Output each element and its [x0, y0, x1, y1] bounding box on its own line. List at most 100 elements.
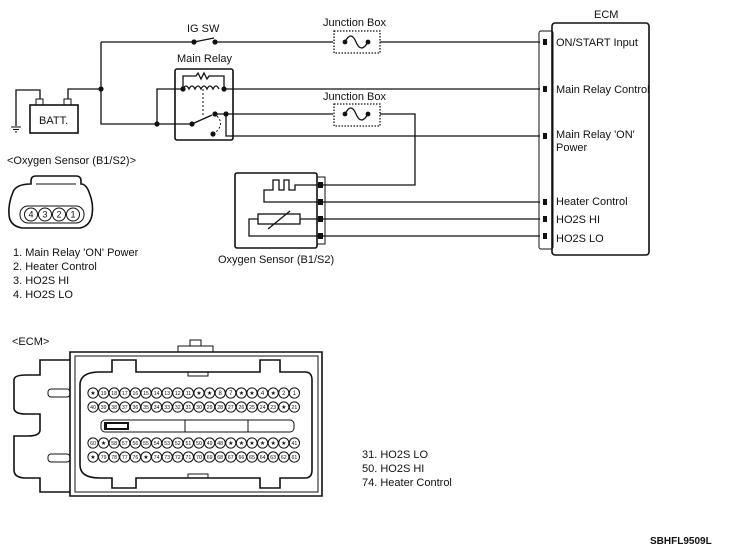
connector-pin-unused: ★	[87, 451, 99, 463]
connector-pin: 15	[140, 387, 152, 399]
connector-pin: 14	[151, 387, 163, 399]
pin-number: 48	[217, 441, 223, 447]
connector-pin: 11	[182, 387, 194, 399]
ecm-title: ECM	[594, 9, 618, 21]
pin-number: 58	[111, 441, 117, 447]
ecm-block	[538, 22, 650, 256]
connector-pin: 58	[108, 437, 120, 449]
ecm-pin-heater-control: Heater Control	[556, 196, 628, 208]
connector-pin: 67	[225, 451, 237, 463]
pin-number: ★	[260, 440, 265, 447]
connector-pin: 51	[182, 437, 194, 449]
connector-pin: 8	[214, 387, 226, 399]
pin-number: 1	[70, 210, 75, 220]
pin-number: ★	[228, 440, 233, 447]
pin-number: 3	[42, 210, 47, 220]
pin-number: 41	[292, 441, 298, 447]
connector-pin: 70	[193, 451, 205, 463]
pin-number: 23	[270, 405, 276, 411]
junction-box-1	[333, 30, 381, 54]
pin-number: 73	[164, 455, 170, 461]
connector-pin: 16	[129, 387, 141, 399]
pin-number: 64	[260, 455, 266, 461]
connector-pin: 13	[161, 387, 173, 399]
pin-number: 36	[133, 405, 139, 411]
oxygen-sensor-label: Oxygen Sensor (B1/S2)	[218, 254, 334, 266]
relay-coil-feed-wire	[156, 88, 183, 124]
connector-pin: 25	[246, 401, 258, 413]
connector-pin: 38	[108, 401, 120, 413]
pin-number: ★	[143, 454, 148, 461]
connector-pin: 55	[140, 437, 152, 449]
ecm-pin-main-relay-control: Main Relay Control	[556, 84, 650, 96]
oxygen-sensor	[234, 172, 326, 249]
connector-pin: 74	[151, 451, 163, 463]
pin-number: 14	[154, 391, 160, 397]
connector-pin: 77	[119, 451, 131, 463]
pin-number: ★	[101, 440, 106, 447]
connector-pin: 32	[172, 401, 184, 413]
ecm-connector-strip	[538, 30, 554, 250]
pin-number: 37	[122, 405, 128, 411]
oxygen-pin-legend-2: 2. Heater Control	[13, 261, 97, 273]
pin-number: 38	[111, 405, 117, 411]
ig-switch-label: IG SW	[187, 23, 220, 35]
pin-number: 4	[28, 210, 33, 220]
pin-number: 61	[292, 455, 298, 461]
sensor-power-wire	[322, 113, 416, 186]
pin-number: 70	[196, 455, 202, 461]
pin-number: ★	[239, 390, 244, 397]
junction-box-1-label: Junction Box	[323, 17, 386, 29]
connector-pin: 76	[129, 451, 141, 463]
connector-pin: 52	[172, 437, 184, 449]
pin-number: 76	[133, 455, 139, 461]
connector-pin: 69	[204, 451, 216, 463]
pin-number: 78	[111, 455, 117, 461]
connector-pin: 27	[225, 401, 237, 413]
resistor-icon	[182, 71, 225, 89]
pin-number: 52	[175, 441, 181, 447]
pin-number: 72	[175, 455, 181, 461]
connector-pin: 68	[214, 451, 226, 463]
pin-number: ★	[90, 390, 95, 397]
main-relay-on-power-wire	[225, 114, 540, 137]
pin-number: 62	[281, 455, 287, 461]
connector-pin: 17	[119, 387, 131, 399]
connector-pin: 66	[235, 451, 247, 463]
ground-wire	[15, 89, 41, 126]
connector-pin: 24	[257, 401, 269, 413]
battery: BATT.	[29, 98, 79, 134]
oxygen-pin-legend-1: 1. Main Relay 'ON' Power	[13, 247, 139, 259]
battery-bus-wire	[100, 42, 157, 125]
pin-number: 49	[207, 441, 213, 447]
connector-pin: 79	[98, 451, 110, 463]
connector-pin-unused: ★	[246, 437, 258, 449]
oxygen-pin-legend-3: 3. HO2S HI	[13, 275, 69, 287]
connector-pin: 40	[87, 401, 99, 413]
battery-body	[29, 104, 79, 134]
pin-number: 54	[154, 441, 160, 447]
pin-number: 32	[175, 405, 181, 411]
connector-pin: 21	[288, 401, 300, 413]
pin-number: 40	[90, 405, 96, 411]
pin-number: 60	[90, 441, 96, 447]
ecm-pin-on-start-input: ON/START Input	[556, 37, 638, 49]
pin-number: 35	[143, 405, 149, 411]
connector-pin: 7	[225, 387, 237, 399]
ecm-pin-ho2s-hi: HO2S HI	[556, 214, 600, 226]
ecm-pin-main-relay-on-power: Main Relay 'ON'	[556, 129, 635, 141]
junction-box-2	[333, 103, 381, 127]
connector-pin: 30	[193, 401, 205, 413]
pin-number: 67	[228, 455, 234, 461]
connector-pin: 19	[98, 387, 110, 399]
ecm-pin-legend-2: 50. HO2S HI	[362, 463, 424, 475]
connector-pin: 4	[257, 387, 269, 399]
connector-pin: 49	[204, 437, 216, 449]
pin-number: 33	[164, 405, 170, 411]
pin-number: 24	[260, 405, 266, 411]
connector-pin: 57	[119, 437, 131, 449]
pin-number: 12	[175, 391, 181, 397]
ecm-connector-title: <ECM>	[12, 336, 49, 348]
connector-pin: 4	[24, 207, 38, 222]
